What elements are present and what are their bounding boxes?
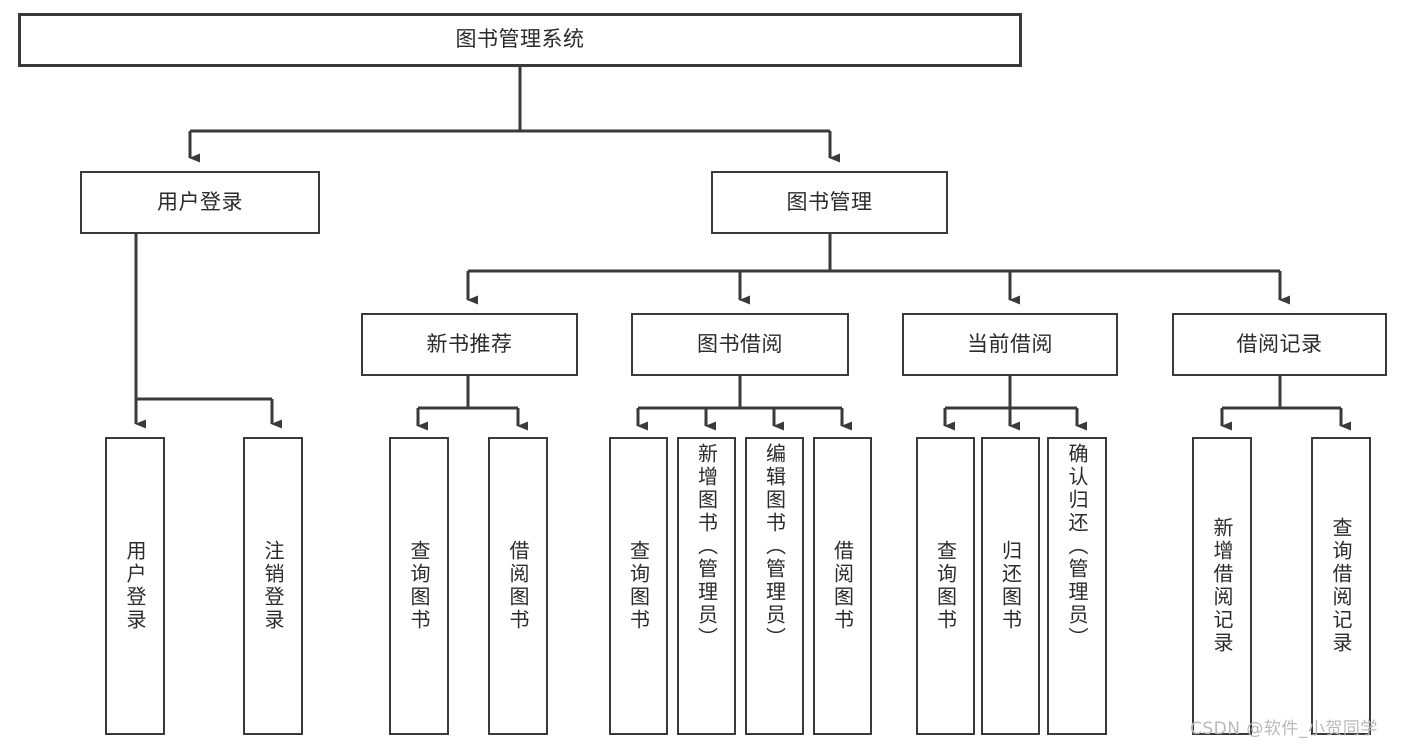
- node-label: 确认归还（管理员）: [1065, 443, 1089, 650]
- leaf-record-add-record[interactable]: 新增借阅记录: [1192, 437, 1252, 735]
- node-label: 归还图书: [998, 540, 1023, 632]
- node-label: 当前借阅: [967, 331, 1053, 356]
- watermark-text: CSDN @软件_小贺同学: [1190, 719, 1378, 739]
- leaf-recommend-query-book[interactable]: 查询图书: [389, 437, 449, 735]
- node-user-login[interactable]: 用户登录: [80, 171, 320, 234]
- leaf-user-login-login[interactable]: 用户登录: [105, 437, 165, 735]
- node-label: 查询借阅记录: [1329, 517, 1353, 655]
- node-label: 图书管理: [786, 189, 873, 214]
- node-label: 新书推荐: [426, 331, 513, 356]
- node-book-management[interactable]: 图书管理: [711, 171, 948, 234]
- node-label: 用户登录: [123, 540, 147, 632]
- leaf-user-login-logout[interactable]: 注销登录: [243, 437, 303, 735]
- node-label: 编辑图书（管理员）: [762, 443, 787, 650]
- node-label: 图书管理系统: [455, 27, 585, 52]
- node-borrow-record[interactable]: 借阅记录: [1172, 313, 1387, 376]
- leaf-recommend-borrow-book[interactable]: 借阅图书: [488, 437, 548, 735]
- node-label: 新增借阅记录: [1210, 517, 1234, 655]
- node-label: 查询图书: [626, 540, 651, 632]
- node-label: 借阅记录: [1236, 331, 1323, 356]
- node-label: 借阅图书: [830, 540, 855, 632]
- node-label: 查询图书: [933, 540, 958, 632]
- node-label: 注销登录: [261, 540, 285, 632]
- leaf-borrow-edit-book-admin[interactable]: 编辑图书（管理员）: [745, 437, 804, 735]
- node-label: 用户登录: [157, 189, 243, 214]
- node-current-borrow[interactable]: 当前借阅: [902, 313, 1118, 376]
- leaf-borrow-add-book-admin[interactable]: 新增图书（管理员）: [677, 437, 736, 735]
- node-book-borrow[interactable]: 图书借阅: [631, 313, 849, 376]
- node-label: 图书借阅: [697, 331, 783, 356]
- node-label: 查询图书: [407, 540, 431, 632]
- node-label: 新增图书（管理员）: [694, 443, 719, 650]
- leaf-borrow-query-book[interactable]: 查询图书: [609, 437, 668, 735]
- leaf-current-return-book[interactable]: 归还图书: [981, 437, 1040, 735]
- node-label: 借阅图书: [506, 540, 530, 632]
- leaf-record-query-record[interactable]: 查询借阅记录: [1311, 437, 1371, 735]
- leaf-borrow-borrow-book[interactable]: 借阅图书: [813, 437, 872, 735]
- leaf-current-confirm-return-admin[interactable]: 确认归还（管理员）: [1047, 437, 1107, 735]
- node-root-system[interactable]: 图书管理系统: [18, 13, 1022, 67]
- node-new-book-recommend[interactable]: 新书推荐: [361, 313, 578, 376]
- leaf-current-query-book[interactable]: 查询图书: [916, 437, 975, 735]
